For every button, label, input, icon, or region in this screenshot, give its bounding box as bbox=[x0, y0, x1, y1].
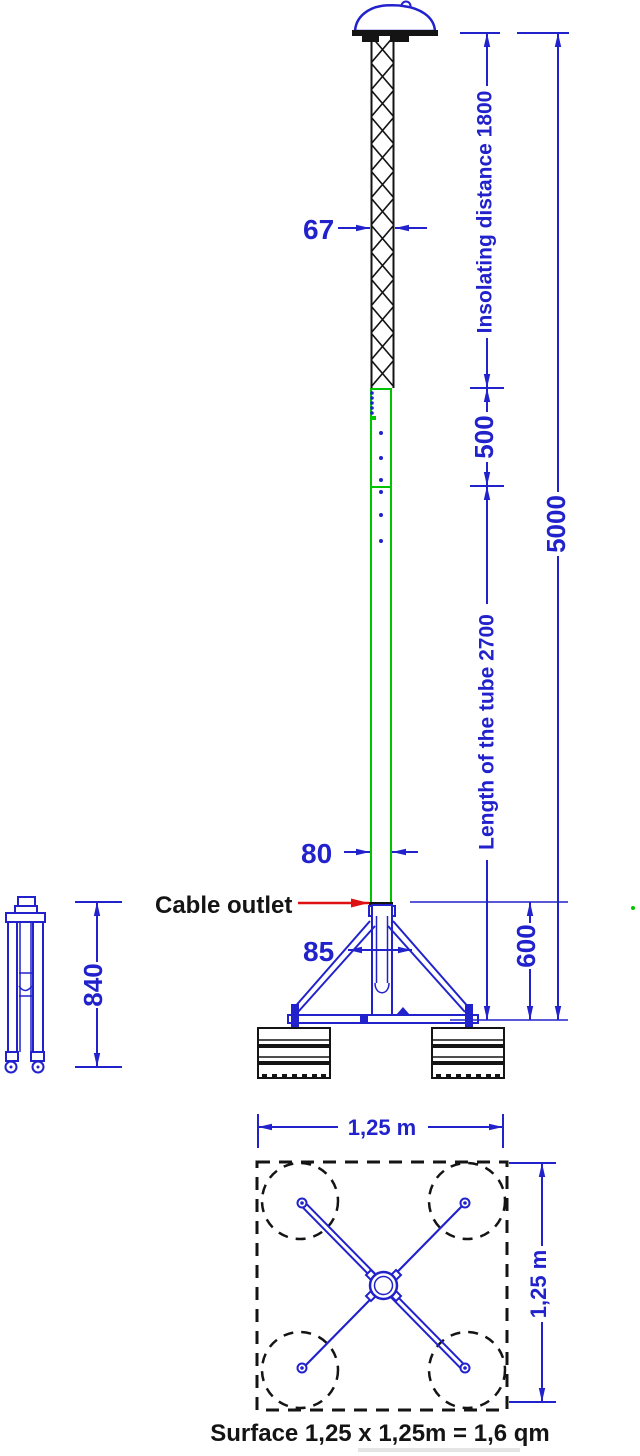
mast-tube bbox=[370, 388, 392, 904]
brace-span-dim-label: 85 bbox=[303, 936, 334, 967]
total-height-dim-label: 5000 bbox=[541, 495, 571, 553]
base-receiving-tube bbox=[371, 904, 393, 1019]
plan-depth-dimension: 1,25 m bbox=[509, 1162, 556, 1403]
base-assembly bbox=[257, 902, 505, 1079]
green-artifact-dot bbox=[631, 906, 635, 910]
tube-width-dim-label: 80 bbox=[301, 838, 332, 869]
dome-base-plate bbox=[352, 30, 438, 36]
plan-view: 1,25 m 1,25 m Surface 1,25 x 1,25m = 1,6… bbox=[210, 1113, 556, 1452]
surface-caption: Surface 1,25 x 1,25m = 1,6 qm bbox=[210, 1420, 550, 1447]
footprint-outline bbox=[255, 1160, 509, 1412]
plan-width-dimension: 1,25 m bbox=[257, 1113, 504, 1148]
weight-position-circle bbox=[427, 1330, 507, 1410]
dome-cap bbox=[352, 0, 438, 42]
tube-length-dim-label: Length of the tube 2700 bbox=[476, 614, 499, 850]
center-hub bbox=[364, 1268, 403, 1303]
ballast-weight-right bbox=[431, 1027, 505, 1079]
folded-leg-right bbox=[32, 921, 44, 1057]
side-view-dimension: 840 bbox=[75, 901, 122, 1068]
lattice-width-dim-label: 67 bbox=[303, 214, 334, 245]
folded-height-dim-label: 840 bbox=[78, 963, 108, 1006]
base-height-dim-label: 600 bbox=[511, 924, 541, 967]
plan-depth-dim-label: 1,25 m bbox=[526, 1250, 551, 1319]
elevation-dimensions: Insolating distance 1800 500 Length of t… bbox=[301, 32, 571, 1021]
side-view-folded: 840 bbox=[4, 896, 122, 1074]
ballast-weight-left bbox=[257, 1027, 331, 1079]
tube-rivet-dots bbox=[370, 391, 383, 543]
leg-bar bbox=[287, 1014, 479, 1024]
folded-leg-left bbox=[7, 921, 18, 1057]
support-braces bbox=[292, 920, 471, 1013]
plan-width-dim-label: 1,25 m bbox=[348, 1115, 417, 1140]
mast-elevation-view: Cable outlet Insolating distance 1800 50… bbox=[155, 0, 635, 1079]
cable-outlet-callout: Cable outlet bbox=[155, 892, 369, 919]
scan-smudge bbox=[358, 1448, 520, 1452]
weight-position-circle bbox=[260, 1161, 340, 1241]
weight-position-circle bbox=[427, 1161, 507, 1241]
lattice-mast bbox=[370, 36, 395, 388]
insulating-distance-dim-label: Insolating distance 1800 bbox=[474, 91, 497, 334]
cable-outlet-label: Cable outlet bbox=[155, 892, 292, 919]
overlap-dim-label: 500 bbox=[469, 415, 499, 458]
weight-position-circle bbox=[260, 1330, 340, 1410]
